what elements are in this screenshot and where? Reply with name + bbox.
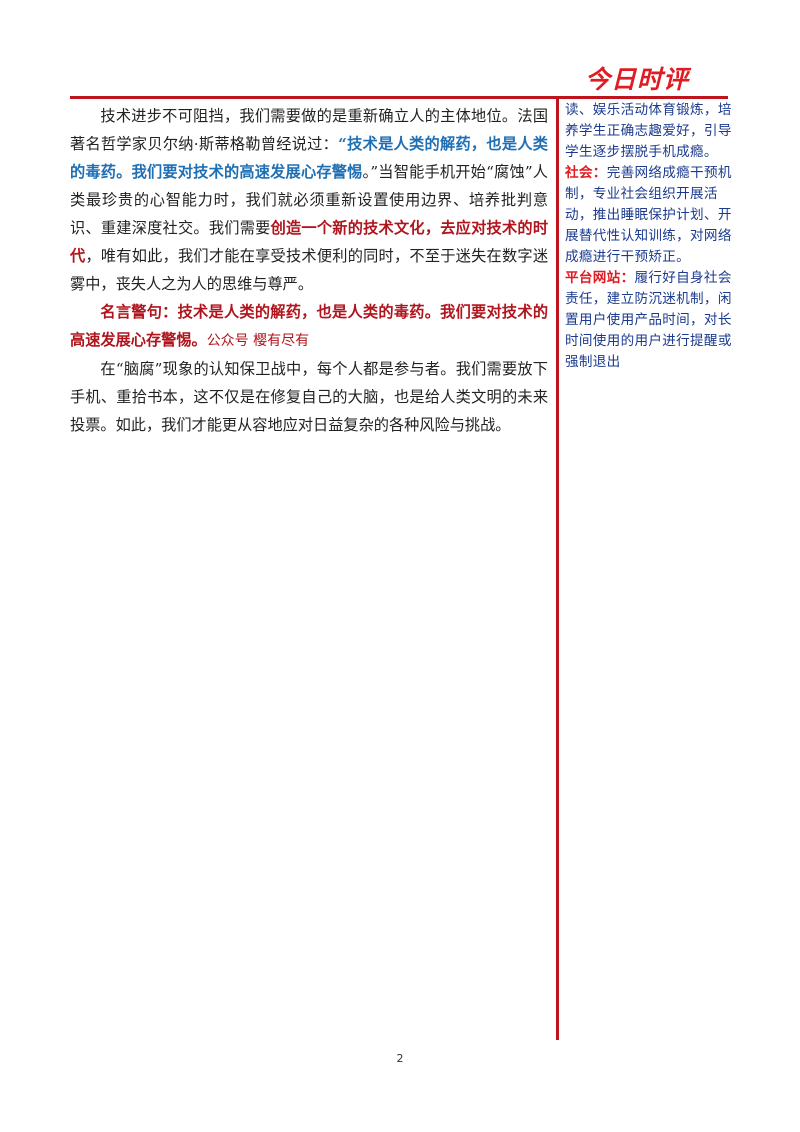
sidebar-intro: 读、娱乐活动体育锻炼，培养学生正确志趣爱好，引导学生逐步摆脱手机成瘾。 (565, 102, 732, 160)
main-column: 技术进步不可阻挡，我们需要做的是重新确立人的主体地位。法国著名哲学家贝尔纳·斯蒂… (70, 102, 548, 439)
logo-text: 今日时评 (585, 65, 690, 94)
p1-quote-highlight: “技术是人类的解药，也是人类的毒药。我们要对技术的高速发展心存警惕 (70, 135, 548, 181)
p1-emphasis: 创造一个新的技术文化，去应对技术的时代 (70, 219, 549, 265)
sidebar-society: 社会：完善网络成瘾干预机制，专业社会组织开展活动，推出睡眠保护计划、开展替代性认… (565, 163, 745, 268)
society-label: 社会： (565, 165, 607, 181)
society-text: 完善网络成瘾干预机制，专业社会组织开展活动，推出睡眠保护计划、开展替代性认知训练… (565, 165, 732, 265)
header-divider (70, 96, 728, 99)
sidebar-platform: 平台网站：履行好自身社会责任，建立防沉迷机制，闲置用户使用产品时间，对长时间使用… (565, 268, 745, 373)
p1-text-c: 。”当智能手机开始“腐蚀”人类最珍贵的心智能力时，我们就必须重新设置使用边界、培… (70, 163, 548, 237)
platform-label: 平台网站： (565, 270, 635, 286)
platform-text: 履行好自身社会责任，建立防沉迷机制，闲置用户使用产品时间，对长时间使用的用户进行… (565, 270, 732, 370)
page-number: 2 (396, 1052, 404, 1065)
quote-paragraph: 名言警句：技术是人类的解药，也是人类的毒药。我们要对技术的高速发展心存警惕。公众… (70, 298, 548, 355)
p1-text-a: 技术进步不可阻挡，我们需要做的是重新确立人的主体地位。法国著名哲学家贝尔纳·斯蒂… (70, 107, 548, 153)
column-divider (556, 96, 559, 1040)
paragraph-1: 技术进步不可阻挡，我们需要做的是重新确立人的主体地位。法国著名哲学家贝尔纳·斯蒂… (70, 102, 548, 298)
watermark-text: 公众号 樱有尽有 (206, 333, 310, 349)
quote-text: 名言警句：技术是人类的解药，也是人类的毒药。我们要对技术的高速发展心存警惕。 (70, 303, 548, 349)
p1-text-e: ，唯有如此，我们才能在享受技术便利的同时，不至于迷失在数字迷雾中，丧失人之为人的… (70, 247, 549, 293)
paragraph-2: 在“脑腐”现象的认知保卫战中，每个人都是参与者。我们需要放下手机、重拾书本，这不… (70, 360, 548, 434)
sidebar-column: 读、娱乐活动体育锻炼，培养学生正确志趣爱好，引导学生逐步摆脱手机成瘾。 社会：完… (565, 100, 745, 373)
